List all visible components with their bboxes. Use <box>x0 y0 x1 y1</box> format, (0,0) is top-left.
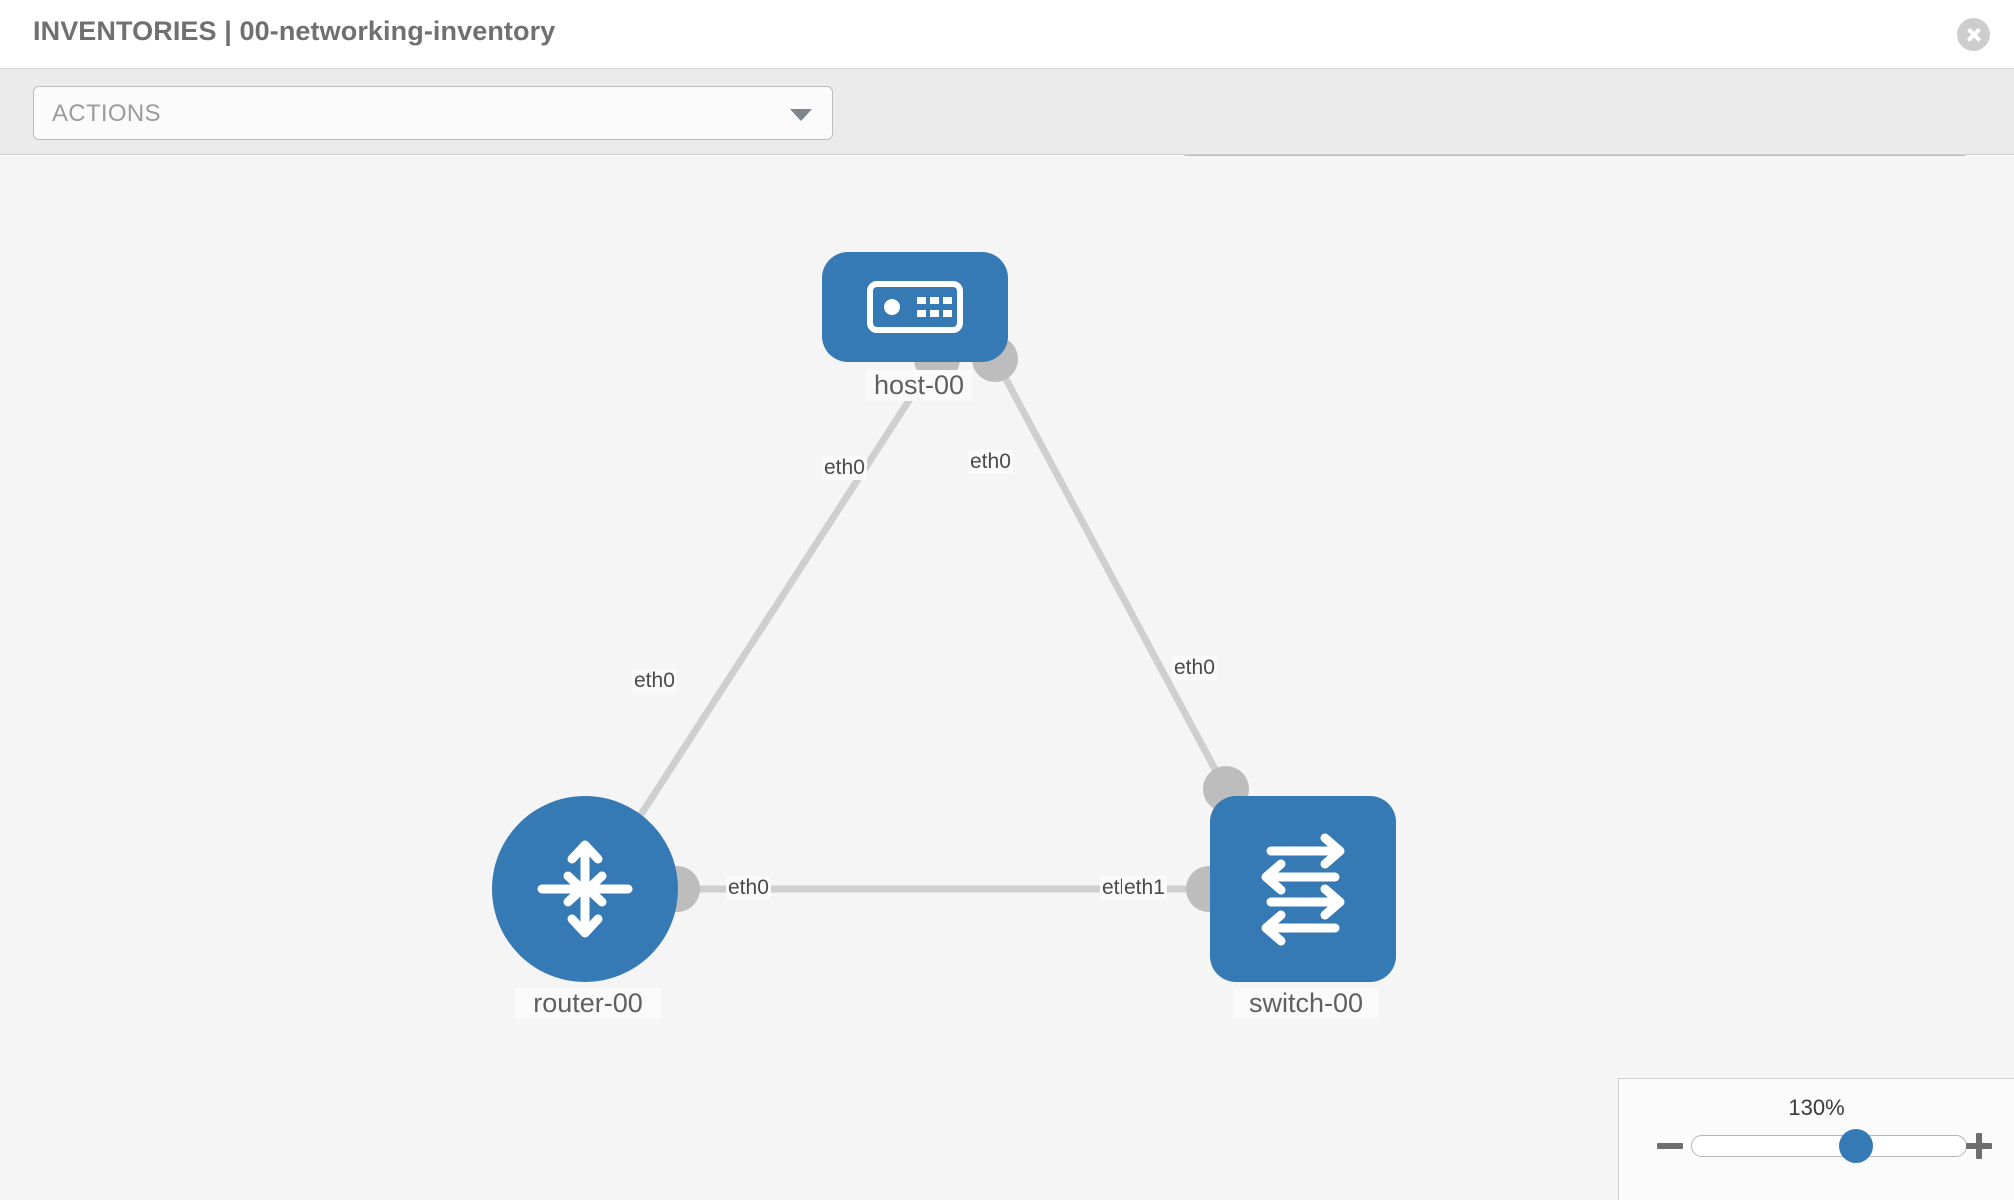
toolbar: ACTIONS SEARCH <box>0 69 2014 211</box>
chevron-down-icon <box>790 109 812 121</box>
page-title: INVENTORIES | 00-networking-inventory <box>33 16 556 46</box>
zoom-slider-track[interactable] <box>1691 1129 1967 1163</box>
topology-canvas[interactable]: host-00 eth0 eth0 <box>0 156 2014 1200</box>
edge-label-switch-left: eth1 <box>1122 876 1167 900</box>
zoom-control-panel: 130% <box>1618 1078 2014 1200</box>
edge-label-host-right: eth0 <box>968 450 1013 474</box>
actions-dropdown[interactable]: ACTIONS <box>33 86 833 140</box>
edge-label-router-upper: eth0 <box>632 669 677 693</box>
zoom-percent-label: 130% <box>1788 1095 1845 1120</box>
close-icon[interactable] <box>1957 18 1990 51</box>
edge-label-host-left: eth0 <box>822 456 867 480</box>
switch-node-shape <box>1210 796 1396 982</box>
edge-label-switch-upper: eth0 <box>1172 656 1217 680</box>
node-label-router-00: router-00 <box>515 988 661 1019</box>
node-label-switch-00: switch-00 <box>1233 988 1379 1019</box>
minus-icon[interactable] <box>1655 1131 1685 1161</box>
zoom-slider-thumb[interactable] <box>1839 1129 1874 1163</box>
server-icon <box>867 281 963 333</box>
node-label-host-00: host-00 <box>866 370 972 401</box>
topology-node-router-00[interactable]: router-00 <box>492 796 700 1019</box>
host-node-shape <box>822 252 1008 362</box>
switch-arrows-icon <box>1261 833 1345 946</box>
actions-dropdown-label: ACTIONS <box>52 100 161 127</box>
edge-label-router-right: eth0 <box>726 876 771 900</box>
plus-icon[interactable] <box>1964 1131 1994 1161</box>
window-header: INVENTORIES | 00-networking-inventory <box>0 0 2014 69</box>
router-node-shape <box>492 796 678 982</box>
router-arrows-icon <box>537 840 633 938</box>
topology-node-host-00[interactable]: host-00 <box>822 252 1018 401</box>
topology-node-switch-00[interactable]: switch-00 <box>1186 766 1396 1019</box>
